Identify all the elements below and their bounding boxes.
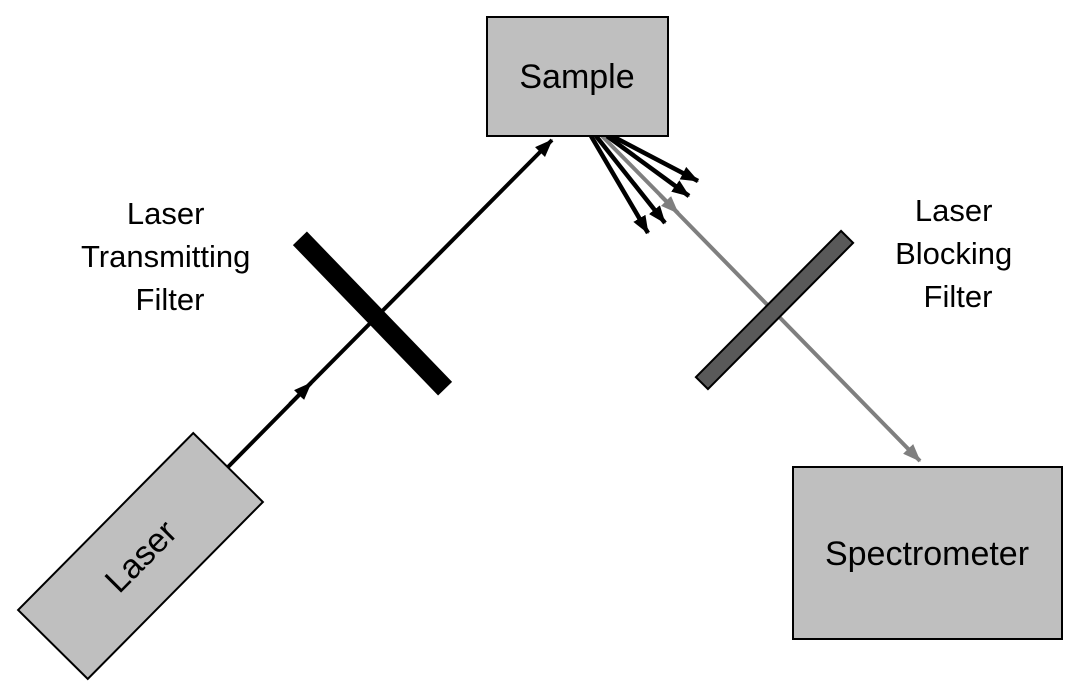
transmitting-filter-label-line1: Laser [127,196,205,231]
blocking-filter-label-line1: Laser [915,193,993,228]
blocking-filter-bar [694,229,855,391]
laser-beam-segment-2 [288,138,554,406]
sample-label: Sample [519,58,634,96]
transmitting-filter-bar [292,231,453,396]
spectrometer-box [792,466,1063,640]
scatter-arrow-3 [605,134,691,198]
scatter-arrow-2 [594,134,667,225]
spectrometer-label: Spectrometer [825,535,1029,573]
laser-box [16,431,265,681]
scatter-arrow-4 [610,134,700,183]
scatter-arrow-1 [589,134,650,235]
blocking-filter-label-line2: Blocking [895,236,1012,271]
transmitting-filter-label-line3: Filter [136,282,205,317]
sample-box [486,16,669,137]
scattered-beam-segment-2 [658,193,922,463]
blocking-filter-label-line3: Filter [924,279,993,314]
transmitting-filter-label: Laser Transmitting Filter [81,196,259,317]
blocking-filter-label: Laser Blocking Filter [895,193,1021,314]
transmitting-filter-label-line2: Transmitting [81,239,250,274]
